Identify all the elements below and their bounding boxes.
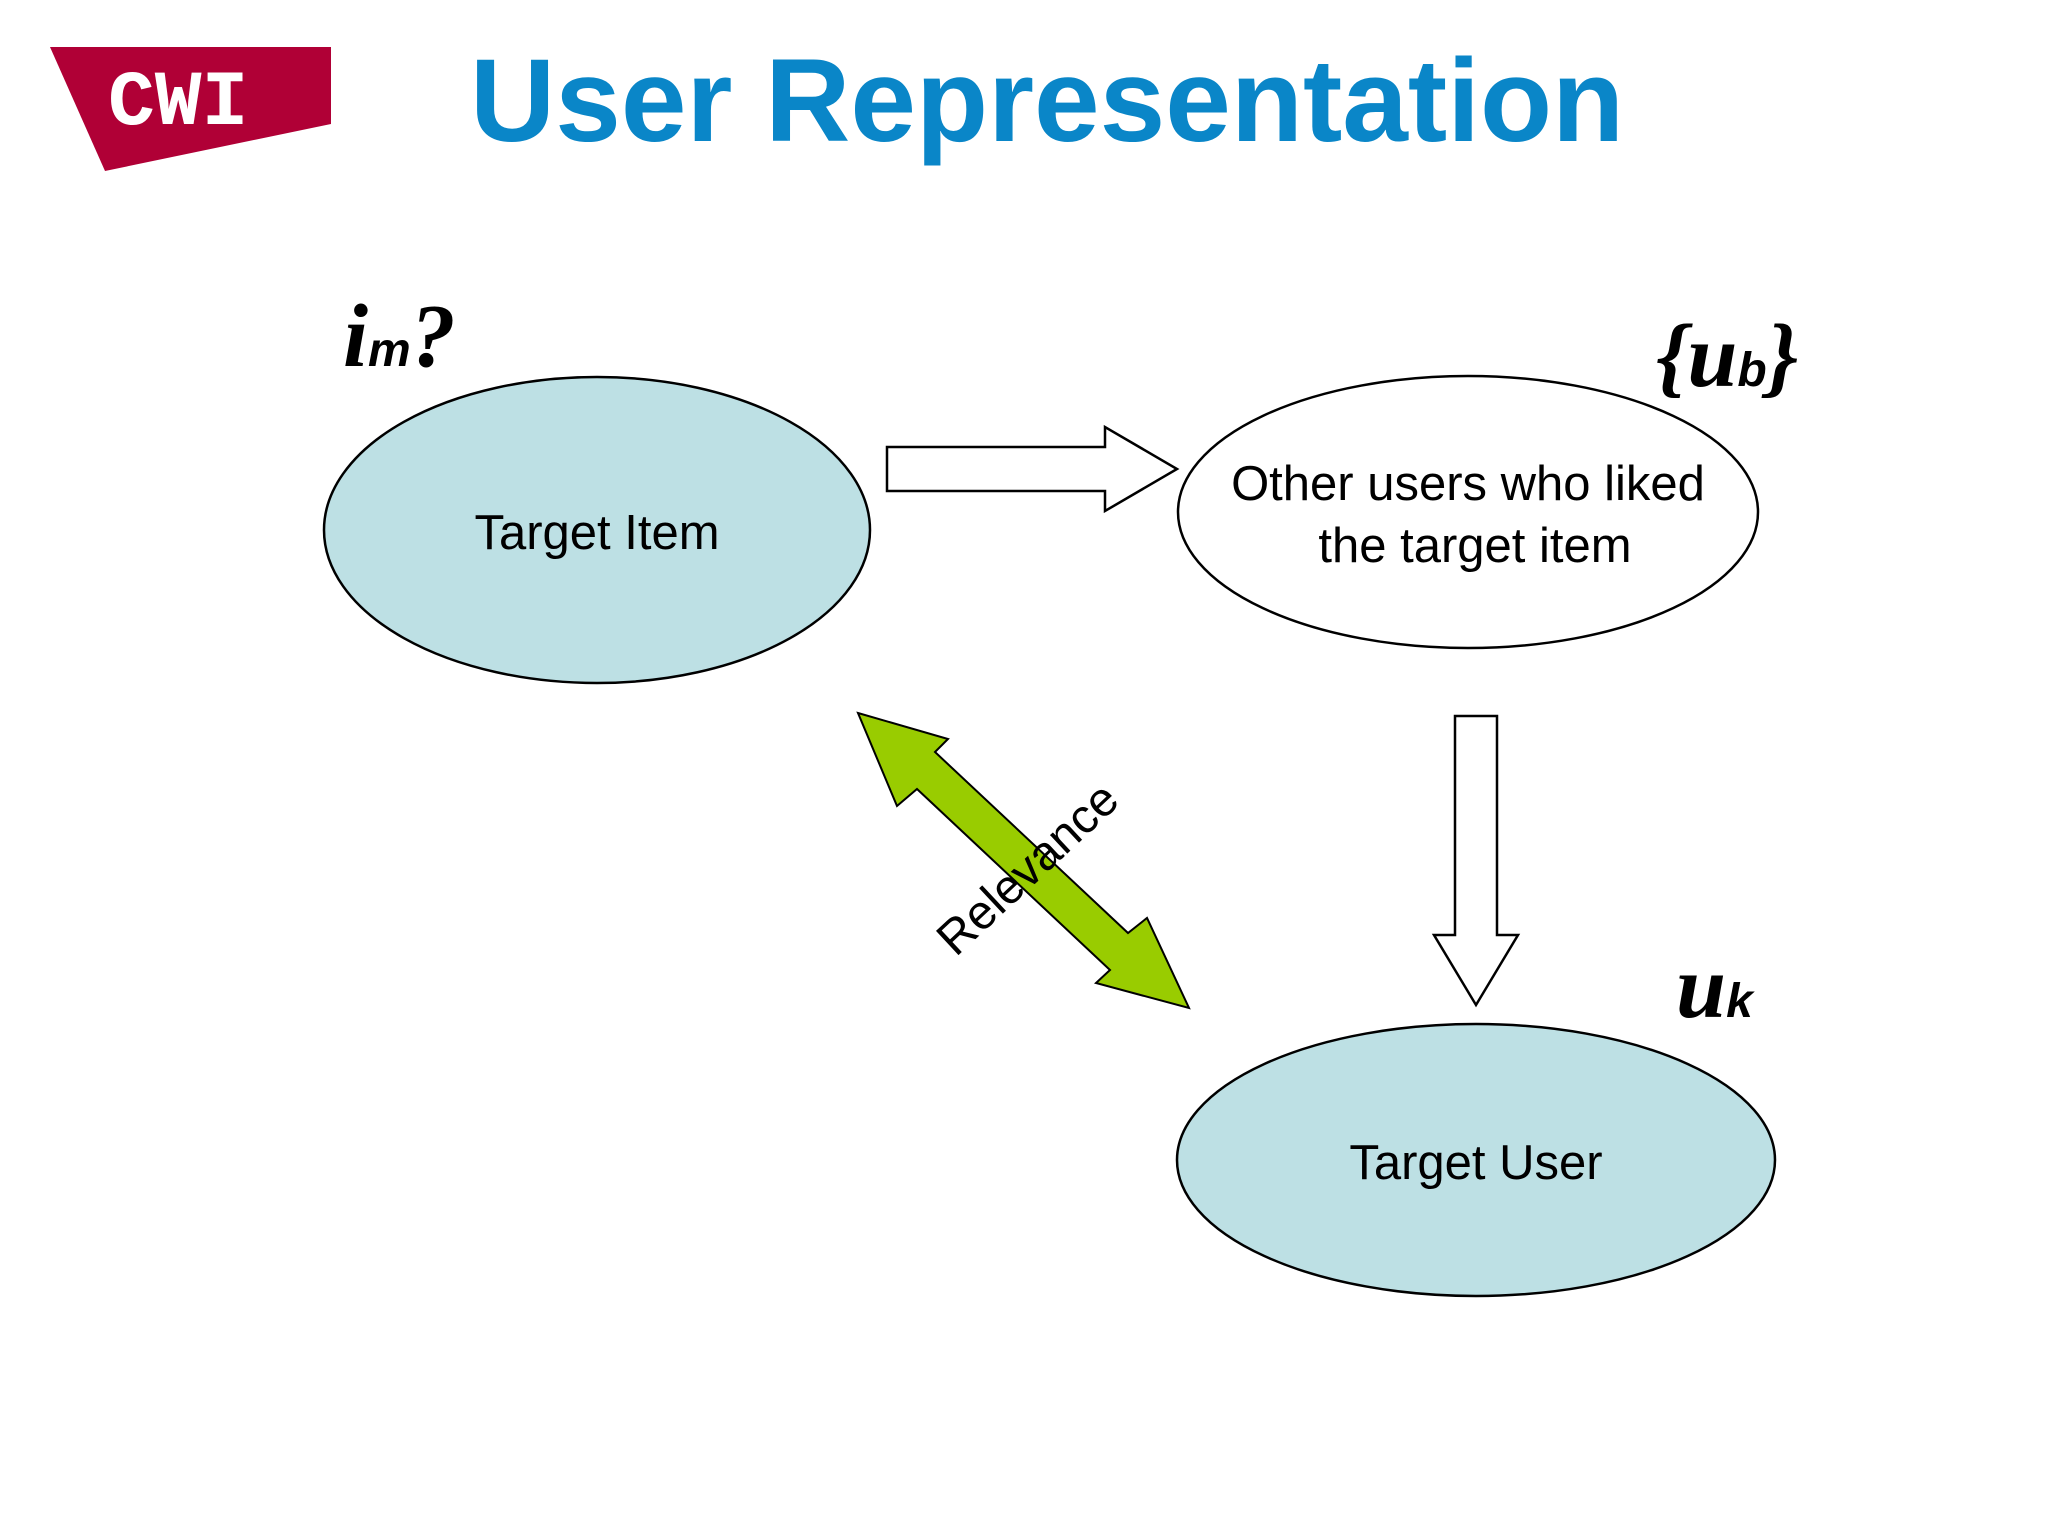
target-item-node: Target Item [322,375,872,685]
block-arrow-right-icon [885,424,1180,514]
block-arrow-down-icon [1431,714,1521,1008]
cwi-logo-background [50,47,331,171]
cwi-logo: CWI [50,47,331,171]
target-item-symbol: im? [343,287,456,386]
target-user-symbol-subscript: k [1726,975,1755,1028]
page-title: User Representation [470,35,1624,167]
other-users-ellipse [1176,374,1760,650]
other-users-symbol-close-brace: } [1761,307,1798,406]
target-user-label: Target User [1349,1136,1602,1190]
target-item-ellipse [322,375,872,685]
target-item-symbol-subscript: m [368,324,411,377]
other-users-symbol-main: u [1687,307,1737,406]
other-users-label-line2: the target item [1318,519,1631,573]
other-users-symbol-subscript: b [1737,344,1766,397]
target-user-symbol-main: u [1676,938,1726,1037]
target-user-ellipse [1175,1022,1777,1298]
cwi-logo-text: CWI [108,60,248,148]
target-item-symbol-suffix: ? [411,287,456,386]
target-user-symbol: uk [1676,938,1755,1037]
other-users-symbol-open-brace: { [1656,307,1693,406]
double-arrow-icon [856,711,1191,1010]
target-user-node: Target User [1175,1022,1777,1298]
other-users-node: Other users who liked the target item [1176,374,1760,650]
target-item-symbol-main: i [343,287,368,386]
other-users-symbol: {ub} [1656,307,1798,406]
target-item-label: Target Item [474,506,719,560]
other-users-label-line1: Other users who liked [1231,457,1705,511]
